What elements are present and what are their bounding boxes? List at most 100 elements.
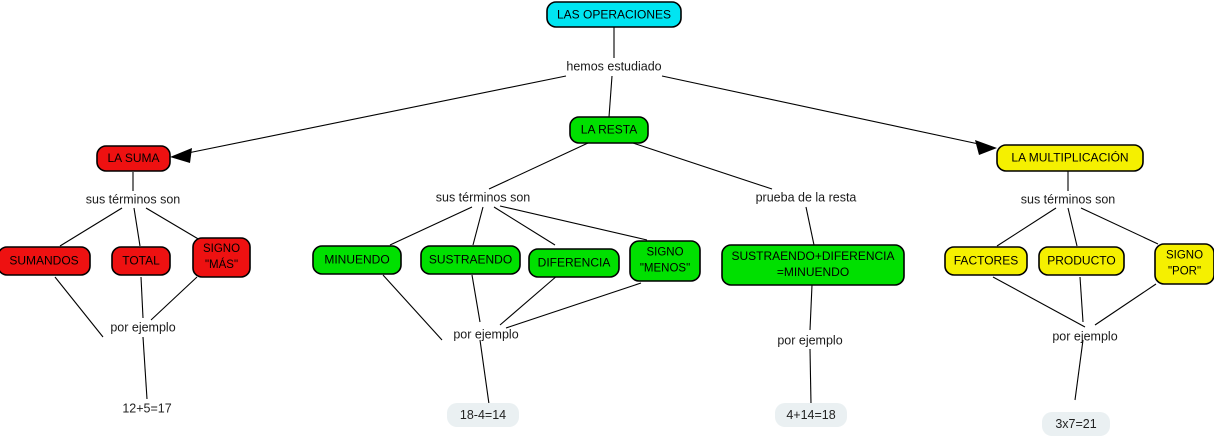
node-sumandos-box[interactable]: [0, 246, 91, 276]
node-signo-por-box[interactable]: [1154, 243, 1214, 285]
node-diferencia-label: DIFERENCIA: [538, 256, 611, 270]
example-prueba-resta-highlight: [775, 403, 847, 427]
edge-resta-terms-to-diferencia: [493, 206, 556, 246]
edge-suma-ejemplo-label-to-example: [142, 336, 148, 400]
node-las-operaciones-box[interactable]: [546, 1, 682, 28]
link-label-mult-por-ejemplo: por ejemplo: [1052, 329, 1117, 343]
link-label-mult-sus-terminos-son: sus términos son: [1021, 192, 1116, 206]
edge-signo-por-to-mult-ejemplo-label: [1094, 283, 1157, 326]
node-la-resta-label: LA RESTA: [581, 123, 637, 137]
example-resta: 18-4=14: [447, 403, 519, 427]
edge-la-resta-to-terms-label: [488, 142, 589, 190]
node-prueba-resta[interactable]: SUSTRAENDO+DIFERENCIA =MINUENDO: [721, 244, 905, 286]
arrow-head-la-suma: [170, 148, 192, 163]
edge-prueba-box-to-ejemplo-label: [809, 284, 813, 331]
node-signo-mas-label-2: "MÁS": [205, 258, 238, 271]
link-label-hemos-estudiado: hemos estudiado: [566, 59, 661, 73]
edge-resta-ejemplo-label-to-example: [479, 339, 490, 405]
node-producto[interactable]: PRODUCTO: [1038, 246, 1125, 276]
node-la-resta-box[interactable]: [569, 116, 649, 144]
edge-mult-ejemplo-label-to-example: [1074, 339, 1084, 401]
node-diferencia[interactable]: DIFERENCIA: [528, 248, 620, 278]
node-signo-menos-label-2: "MENOS": [640, 263, 690, 275]
link-label-resta-por-ejemplo: por ejemplo: [453, 327, 518, 341]
example-multiplicacion-text: 3x7=21: [1055, 417, 1096, 431]
edge-signo-menos-to-resta-ejemplo-label: [505, 282, 642, 329]
node-sumandos[interactable]: SUMANDOS: [0, 246, 91, 276]
node-signo-menos-label: SIGNO: [646, 247, 683, 259]
edge-minuendo-to-resta-ejemplo-label: [382, 274, 443, 341]
edges-layer: [54, 27, 1159, 405]
node-minuendo-box[interactable]: [312, 245, 402, 275]
edge-total-to-suma-ejemplo-label: [140, 276, 144, 319]
node-la-multiplicacion-box[interactable]: [996, 144, 1144, 172]
node-producto-box[interactable]: [1038, 246, 1125, 276]
edge-mult-terms-to-producto: [1067, 207, 1078, 247]
edge-prueba-ejemplo-label-to-example: [809, 348, 812, 405]
node-total[interactable]: TOTAL: [111, 246, 171, 276]
example-prueba-resta: 4+14=18: [775, 403, 847, 427]
edge-resta-terms-to-signo-menos: [499, 205, 648, 241]
edge-suma-terms-to-sumandos: [59, 207, 123, 247]
edge-signo-mas-to-suma-ejemplo-label: [150, 276, 198, 321]
node-total-box[interactable]: [111, 246, 171, 276]
node-la-suma-box[interactable]: [96, 145, 171, 172]
link-label-resta-sus-terminos-son: sus términos son: [436, 190, 531, 204]
node-signo-menos[interactable]: SIGNO "MENOS": [629, 240, 701, 282]
node-la-suma[interactable]: LA SUMA: [96, 145, 171, 172]
edge-hemos-estudiado-to-la-resta: [608, 75, 613, 118]
node-factores-box[interactable]: [944, 246, 1028, 276]
node-la-multiplicacion[interactable]: LA MULTIPLICACIÓN: [996, 144, 1144, 172]
edge-suma-terms-to-total: [133, 207, 141, 247]
edge-sustraendo-to-resta-ejemplo-label: [471, 274, 481, 323]
example-resta-highlight: [447, 403, 519, 427]
node-factores[interactable]: FACTORES: [944, 246, 1028, 276]
edge-prueba-label-to-prueba-box: [805, 206, 815, 246]
node-diferencia-box[interactable]: [528, 248, 620, 278]
example-resta-text: 18-4=14: [460, 408, 506, 422]
node-la-multiplicacion-label: LA MULTIPLICACIÓN: [1011, 150, 1128, 165]
edge-suma-terms-to-signo-mas: [145, 207, 201, 241]
node-la-resta[interactable]: LA RESTA: [569, 116, 649, 144]
edge-producto-to-mult-ejemplo-label: [1079, 276, 1084, 323]
node-minuendo-label: MINUENDO: [324, 253, 389, 267]
link-label-prueba-de-la-resta: prueba de la resta: [756, 190, 857, 204]
node-signo-mas[interactable]: SIGNO "MÁS": [192, 237, 251, 278]
node-total-label: TOTAL: [122, 254, 160, 268]
node-sustraendo[interactable]: SUSTRAENDO: [420, 245, 521, 275]
node-la-suma-label: LA SUMA: [107, 151, 159, 165]
edge-sumandos-to-suma-ejemplo-label: [54, 276, 104, 338]
node-minuendo[interactable]: MINUENDO: [312, 245, 402, 275]
arrow-head-la-multiplicacion: [975, 140, 997, 155]
node-signo-mas-box[interactable]: [192, 237, 251, 278]
edge-hemos-estudiado-to-la-suma: [177, 75, 567, 156]
node-producto-label: PRODUCTO: [1047, 254, 1115, 268]
node-las-operaciones[interactable]: LAS OPERACIONES: [546, 1, 682, 28]
edge-diferencia-to-resta-ejemplo-label: [499, 274, 559, 326]
example-suma: 12+5=17: [122, 401, 171, 415]
node-signo-por[interactable]: SIGNO "POR": [1154, 243, 1214, 285]
example-suma-text: 12+5=17: [122, 401, 171, 415]
link-label-prueba-por-ejemplo: por ejemplo: [777, 333, 842, 347]
node-las-operaciones-label: LAS OPERACIONES: [557, 8, 671, 22]
node-factores-label: FACTORES: [954, 254, 1018, 268]
link-label-suma-sus-terminos-son: sus términos son: [86, 192, 181, 206]
node-sustraendo-box[interactable]: [420, 245, 521, 275]
edge-factores-to-mult-ejemplo-label: [992, 276, 1086, 328]
edge-resta-terms-to-minuendo: [389, 206, 473, 246]
edge-mult-terms-to-factores: [996, 207, 1057, 247]
example-multiplicacion: 3x7=21: [1042, 412, 1110, 436]
example-multiplicacion-highlight: [1042, 412, 1110, 436]
node-sustraendo-label: SUSTRAENDO: [429, 253, 512, 267]
edge-la-resta-to-prueba-label: [632, 142, 773, 190]
node-signo-por-label: SIGNO: [1166, 250, 1203, 262]
node-signo-por-label-2: "POR": [1168, 266, 1201, 278]
link-label-suma-por-ejemplo: por ejemplo: [110, 320, 175, 334]
node-prueba-resta-label: SUSTRAENDO+DIFERENCIA: [731, 249, 894, 263]
edge-hemos-estudiado-to-la-multiplicacion: [661, 75, 989, 147]
node-signo-menos-box[interactable]: [629, 240, 701, 282]
node-prueba-resta-box[interactable]: [721, 244, 905, 286]
node-signo-mas-label: SIGNO: [203, 243, 240, 255]
